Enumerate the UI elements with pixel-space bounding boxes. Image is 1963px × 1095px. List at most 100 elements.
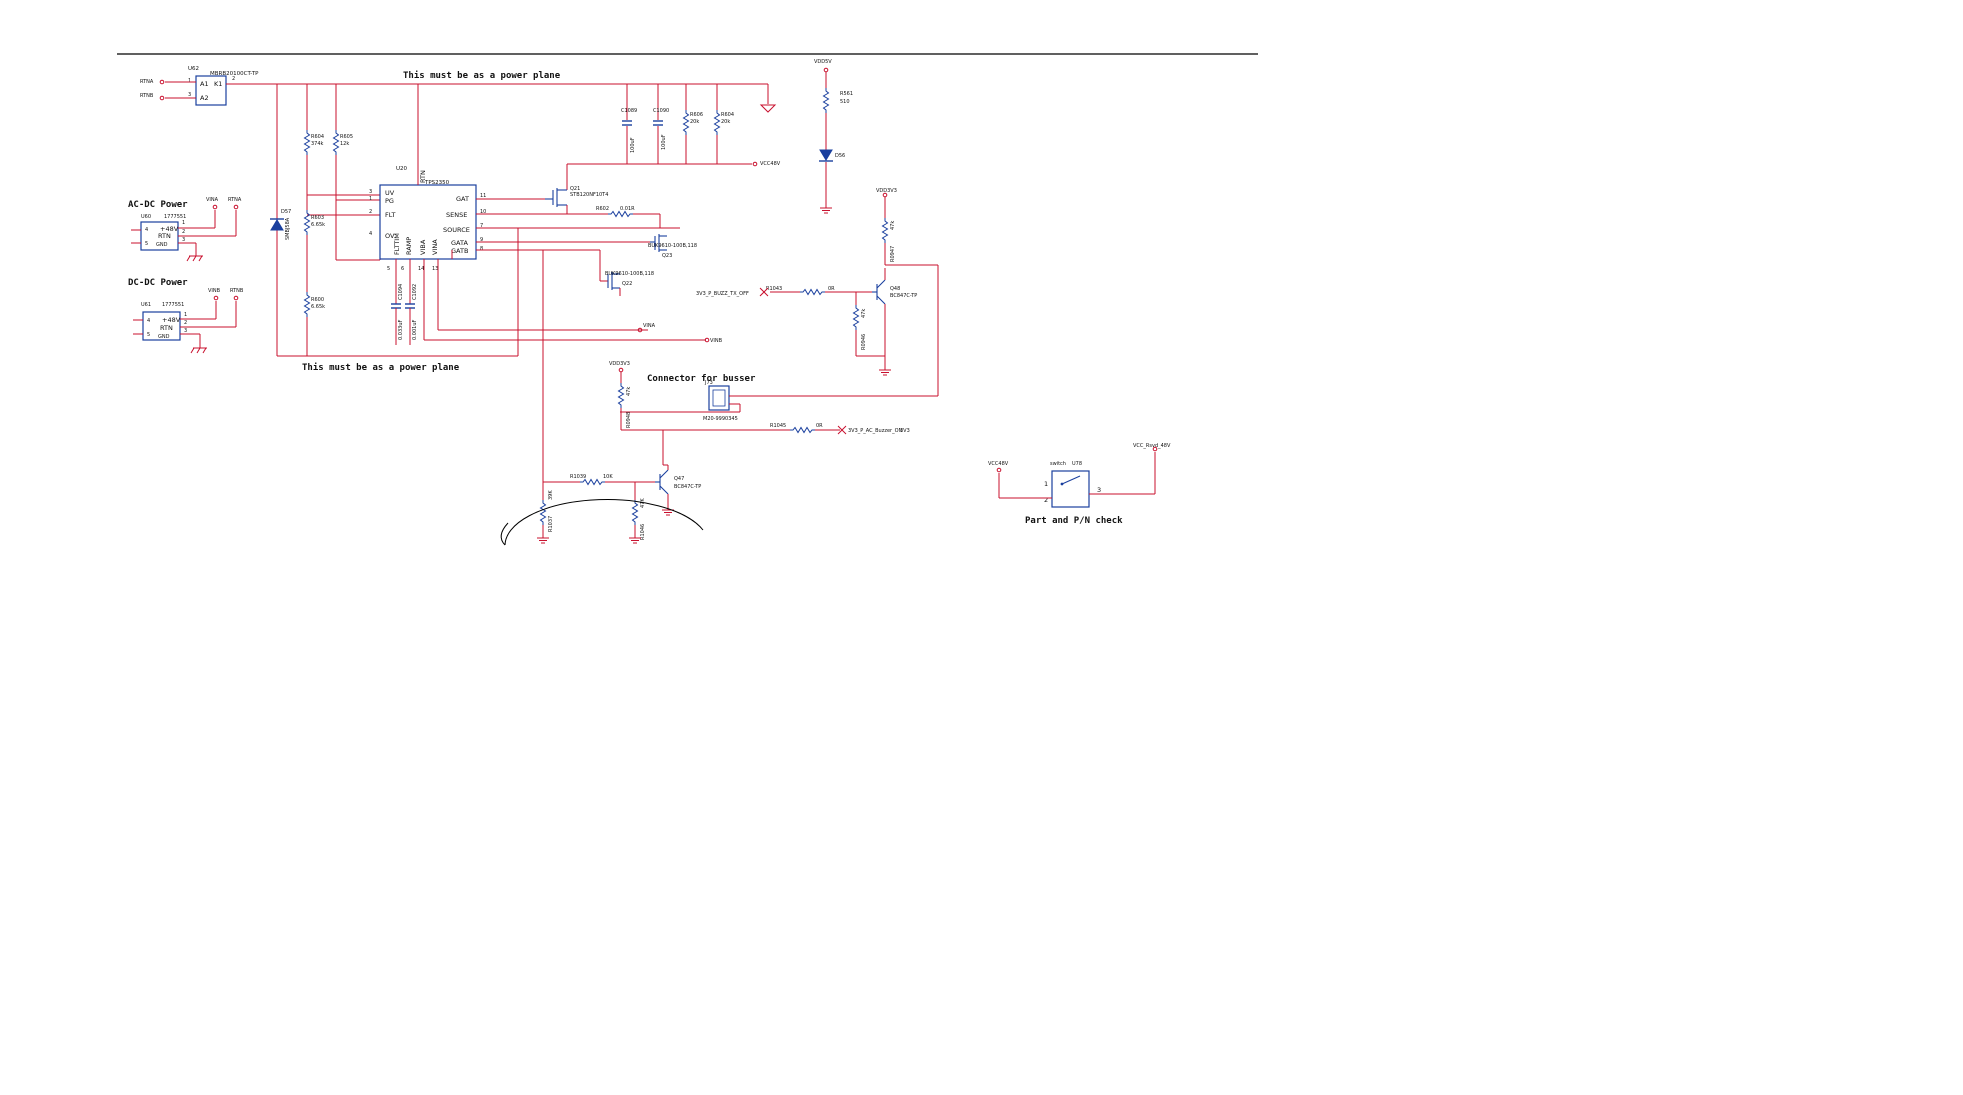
diode-or-pin-a2: A2: [200, 94, 209, 102]
rtnb-net-label: RTNB: [140, 93, 154, 99]
c1089-val: 100uF: [630, 137, 636, 153]
q48-part: BC847C-TP: [890, 293, 917, 299]
acdc-conn-num-5: 5: [145, 241, 148, 247]
buzz-off-net-label: 3V3_P_BUZZ_TX_OFF: [696, 291, 749, 297]
acdc-conn-num-1: 1: [182, 220, 185, 226]
transistor-q48: [872, 279, 886, 305]
resistor-r0948: [618, 382, 624, 409]
diode-or-pin-k1: K1: [214, 80, 222, 88]
highlight-ellipse: [504, 499, 704, 546]
c1092-val: 0.001uF: [412, 320, 418, 340]
switch-pin-2: 2: [1044, 496, 1048, 504]
acdc-conn-ref: U60: [141, 214, 151, 220]
r602-ref: R602: [596, 206, 609, 212]
q22-ref: Q22: [622, 281, 632, 287]
controller-pin-flttim: FLTTIM: [393, 233, 401, 255]
dcdc-conn-pin-48v: +48V: [162, 316, 181, 324]
controller-pinnum-1: 1: [369, 196, 372, 202]
resistor-r1045: [789, 427, 816, 433]
controller-pin-gat: GAT: [456, 195, 469, 203]
capacitor-c1090: [652, 120, 664, 126]
vina-net-label: VINA: [643, 323, 656, 329]
dcdc-conn-num-3: 3: [184, 328, 187, 334]
resistor-r603: [304, 209, 310, 236]
resistor-r600: [304, 291, 310, 318]
switch-pin-1: 1: [1044, 480, 1048, 488]
controller-pinnum-10: 10: [480, 209, 486, 215]
diode-or-pinnum-2: 2: [232, 76, 235, 82]
r604b-ref: R604: [721, 112, 734, 118]
transistor-q47: [655, 469, 669, 495]
dcdc-conn-num-5: 5: [147, 332, 150, 338]
resistor-r1039: [579, 479, 606, 485]
controller-ref: U20: [396, 166, 408, 172]
dcdc-conn-part: 1777551: [162, 302, 184, 308]
q48-ground: [878, 369, 892, 376]
q21-ref: Q21: [570, 186, 580, 192]
resistor-r604: [304, 129, 310, 156]
r604-val: 374k: [311, 141, 324, 147]
r603-val: 6.65k: [311, 222, 325, 228]
resistor-r605: [333, 129, 339, 156]
q47-ground: [661, 509, 675, 516]
q47-part: BC847C-TP: [674, 484, 701, 490]
resistor-r561: [823, 87, 829, 114]
capacitor-c1089: [621, 120, 633, 126]
controller-tps2350: [379, 184, 477, 260]
c1094-ref: C1094: [398, 284, 404, 300]
vcc48v-port: [752, 161, 758, 167]
resistor-r1043: [799, 289, 826, 295]
dcdc-conn-num-2: 2: [184, 320, 187, 326]
buzzer-connector-j73: [708, 385, 730, 411]
controller-pin-rtn: RTN: [419, 170, 427, 183]
capacitor-c1094: [390, 303, 402, 309]
part-pn-check-title: Part and P/N check: [1025, 516, 1123, 526]
dcdc-conn-pin-gnd: GND: [158, 334, 170, 340]
j73-part: M20-9990345: [703, 416, 738, 422]
controller-pinnum-13: 13: [432, 266, 438, 272]
controller-pin-source: SOURCE: [443, 226, 470, 234]
r561-val: 510: [840, 99, 850, 105]
zener-d57: [270, 218, 284, 231]
vinb-net-label: VINB: [710, 338, 723, 344]
r605-val: 12k: [340, 141, 349, 147]
dcdc-conn-ref: U61: [141, 302, 151, 308]
connector-busser-title: Connector for busser: [647, 374, 756, 384]
resistor-r606: [683, 109, 689, 136]
dcdc-connector: [142, 311, 181, 341]
switch-vcc48v-port: [996, 467, 1002, 473]
controller-pinnum-6: 6: [401, 266, 404, 272]
switch-u78: [1051, 470, 1090, 508]
vdd5v-net-label: VDD5V: [814, 59, 832, 65]
controller-pinnum-9: 9: [480, 237, 483, 243]
q23-part: BUK9610-100B,118: [648, 243, 697, 249]
r1045-val: 0R: [816, 423, 823, 429]
controller-pin-gatb: GATB: [451, 247, 468, 255]
r602-val: 0.01R: [620, 206, 635, 212]
q48-ref: Q48: [890, 286, 900, 292]
q21-part: STB120NF10T4: [570, 192, 608, 198]
rtnb-port: [159, 95, 165, 101]
r603-ref: R603: [311, 215, 324, 221]
r0946-val: 47k: [861, 309, 867, 318]
acdc-conn-num-4: 4: [145, 227, 148, 233]
controller-pin-sense: SENSE: [446, 211, 467, 219]
r604-ref: R604: [311, 134, 324, 140]
r1037-ground: [536, 537, 550, 544]
vcc48v-net-label: VCC48V: [760, 161, 781, 167]
diode-or-pinnum-1: 1: [188, 78, 191, 84]
mosfet-q21: [545, 188, 567, 207]
c1092-ref: C1092: [412, 284, 418, 300]
r1043-val: 0R: [828, 286, 835, 292]
r606-ref: R606: [690, 112, 703, 118]
dcdc-rtnb-port: [233, 295, 239, 301]
q22-part: BUK9610-100B,118: [605, 271, 654, 277]
switch-vcc-rsvd-label: VCC_Rsvd_48V: [1133, 443, 1171, 449]
led-d56: [819, 149, 833, 162]
c1090-ref: C1090: [653, 108, 669, 114]
r1037-ref: R1037: [548, 516, 554, 532]
rtna-port: [159, 79, 165, 85]
resistor-r604b: [714, 109, 720, 136]
dcdc-power-title: DC-DC Power: [128, 278, 188, 288]
resistor-r0947: [882, 217, 888, 244]
